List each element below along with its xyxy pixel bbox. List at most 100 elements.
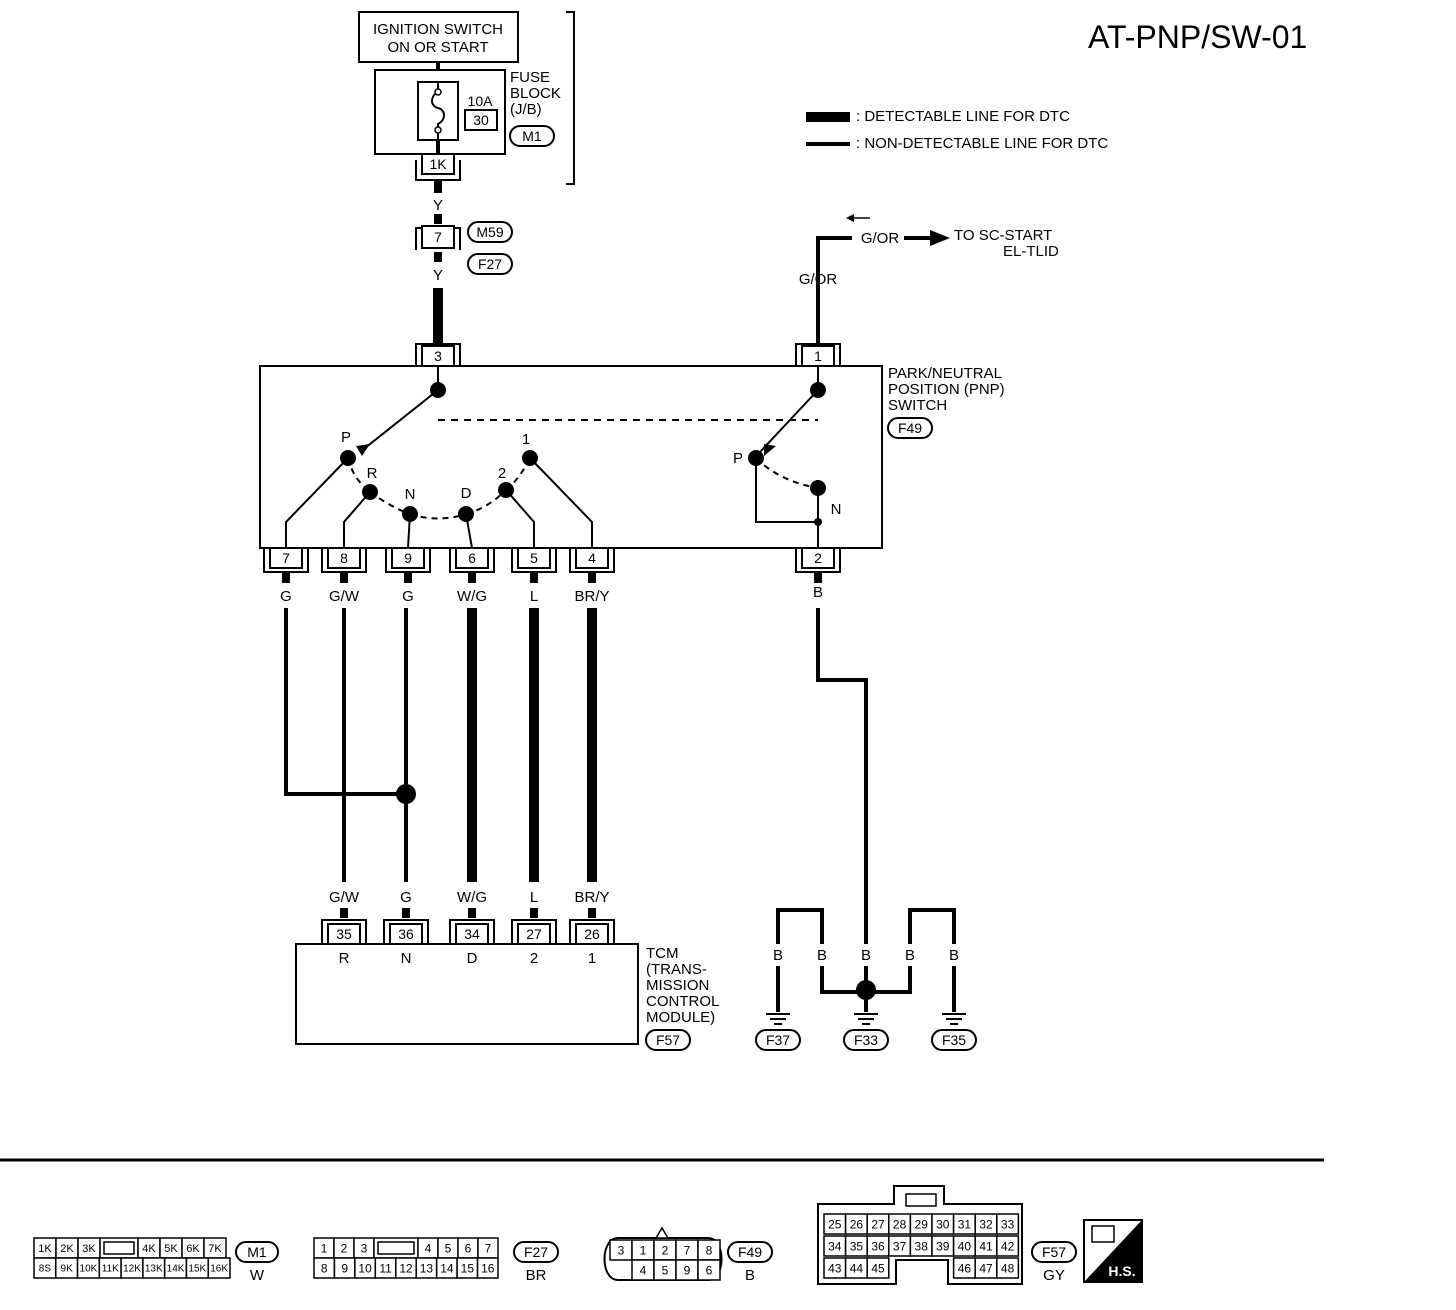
connector-f57-pin: 40 xyxy=(958,1239,972,1253)
fuse-label-3: (J/B) xyxy=(510,101,542,118)
pnp-internal-right xyxy=(755,366,819,548)
connector-f49-pin: 7 xyxy=(684,1243,691,1257)
joint-ref-bottom-badge xyxy=(467,253,513,275)
ground-splice xyxy=(856,980,876,1000)
tcm-label-5: MODULE) xyxy=(646,1009,715,1026)
connector-f49-pin: 3 xyxy=(618,1243,625,1257)
connector-f27-pin: 14 xyxy=(440,1261,454,1275)
ground-wire-label-5: B xyxy=(949,947,959,964)
connector-f49-pin: 9 xyxy=(684,1263,691,1277)
tcm-pin-34-label: 34 xyxy=(464,926,480,942)
tcm-pins: 35 36 34 27 26 xyxy=(321,919,615,945)
connector-f57-pin: 47 xyxy=(979,1261,993,1275)
pnp-contact-n-right xyxy=(810,480,826,496)
pnp-pos-n-right: N xyxy=(831,501,842,518)
connector-f57-pin: 29 xyxy=(915,1217,929,1231)
tcm-pin-36: 36 xyxy=(383,919,429,945)
wire-p4-label: BR/Y xyxy=(574,588,609,605)
connector-m1-pin: 14K xyxy=(167,1264,185,1275)
pnp-pos-d: D xyxy=(461,485,472,502)
wire-p6-label: W/G xyxy=(457,588,487,605)
fuse-block: 10A 30 xyxy=(374,69,506,160)
connector-housing-icon xyxy=(1091,1225,1115,1243)
connector-f49-pin: 2 xyxy=(662,1243,669,1257)
pnp-bottom-pin-5-label: 5 xyxy=(530,550,538,566)
connector-m1-pin: 11K xyxy=(102,1264,119,1275)
connector-f57-pin: 48 xyxy=(1001,1261,1015,1275)
pnp-contact-2 xyxy=(498,482,514,498)
connector-f27-pin: 8 xyxy=(321,1261,328,1275)
pnp-bottom-pin-7-label: 7 xyxy=(282,550,290,566)
connector-f49-pin: 8 xyxy=(706,1243,713,1257)
wire-b-to-ground xyxy=(816,608,868,982)
connector-f27-color: BR xyxy=(526,1267,547,1284)
connector-f57-pin: 39 xyxy=(936,1239,950,1253)
connector-f57-pin-cell xyxy=(996,1213,1020,1235)
wire-p2-label: B xyxy=(813,584,823,601)
tcm-label-2: (TRANS- xyxy=(646,961,707,978)
pnp-pos-n: N xyxy=(405,486,416,503)
connector-m1-pin: 16K xyxy=(210,1264,228,1275)
wire-y-lower: Y xyxy=(433,267,443,284)
tcm-wire-label-35: G/W xyxy=(329,889,360,906)
connector-f57-pin: 25 xyxy=(828,1217,842,1231)
legend: : DETECTABLE LINE FOR DTC : NON-DETECTAB… xyxy=(806,108,1108,152)
fuse-number: 30 xyxy=(473,112,489,128)
connector-m1-pin: 4K xyxy=(142,1243,156,1255)
connector-f57-pin: 44 xyxy=(850,1261,864,1275)
connector-f27-pin: 3 xyxy=(361,1241,368,1255)
joint-ref-bottom: F27 xyxy=(478,256,502,272)
fuse-label-1: FUSE xyxy=(510,69,550,86)
connector-m1-pin-cell xyxy=(207,1257,231,1279)
connector-f57-pin: 26 xyxy=(850,1217,864,1231)
connector-f27-pin: 5 xyxy=(445,1241,452,1255)
connector-f49-ref: F49 xyxy=(738,1244,762,1260)
connector-f57-pin: 28 xyxy=(893,1217,907,1231)
pnp-switch-label-3: SWITCH xyxy=(888,397,947,414)
connector-m1-pin: 5K xyxy=(164,1243,178,1255)
ground-ref-f37-badge xyxy=(755,1029,801,1051)
connector-f49-ref-badge xyxy=(727,1241,773,1263)
connector-m1-pin: 13K xyxy=(145,1264,163,1275)
fuse-label-2: BLOCK xyxy=(510,85,561,102)
pnp-bottom-pin-9-label: 9 xyxy=(404,550,412,566)
tcm-label-3: MISSION xyxy=(646,977,709,994)
connector-f27-pin: 11 xyxy=(379,1261,392,1275)
connector-m1-pin: 15K xyxy=(188,1264,206,1275)
pnp-bottom-pin-4-label: 4 xyxy=(588,550,596,566)
tcm-term-r: R xyxy=(339,950,350,967)
connector-f27-pin: 6 xyxy=(465,1241,472,1255)
tcm-term-n: N xyxy=(401,950,412,967)
connector-f57-pin: 35 xyxy=(850,1239,864,1253)
fuse-terminal-1k: 1K xyxy=(415,153,461,181)
pnp-pos-2: 2 xyxy=(498,465,506,482)
connector-f57-pin: 41 xyxy=(979,1239,993,1253)
arrow-right-icon xyxy=(930,230,950,246)
connector-f57-color: GY xyxy=(1043,1267,1065,1284)
wire-p8-label: G/W xyxy=(329,588,360,605)
connector-f57-pin: 43 xyxy=(828,1261,842,1275)
connector-f57-pin-cell xyxy=(866,1257,890,1279)
tcm-pin-36-label: 36 xyxy=(398,926,414,942)
connector-m1-pin: 10K xyxy=(80,1264,98,1275)
connector-f27-pin: 13 xyxy=(420,1261,434,1275)
tcm-ref: F57 xyxy=(656,1032,680,1048)
ground-ref-f37: F37 xyxy=(766,1032,790,1048)
connector-m1-color: W xyxy=(250,1267,265,1284)
connector-f27-pin-cell xyxy=(476,1257,499,1279)
connector-f57-pin-cell xyxy=(996,1235,1020,1257)
ground-ref-f35: F35 xyxy=(942,1032,966,1048)
connector-f27-pin-blank xyxy=(377,1241,415,1255)
connector-f27-pin: 2 xyxy=(341,1241,348,1255)
fuse-connector-ref: M1 xyxy=(522,128,542,144)
tcm-pin-26: 26 xyxy=(569,919,615,945)
connector-m1-pin: 7K xyxy=(208,1243,222,1255)
ground-ref-f33: F33 xyxy=(854,1032,878,1048)
connector-f57-pin: 45 xyxy=(871,1261,885,1275)
pnp-bottom-pins: 7 8 9 6 5 4 2 xyxy=(263,547,841,573)
pnp-pos-r: R xyxy=(367,465,378,482)
